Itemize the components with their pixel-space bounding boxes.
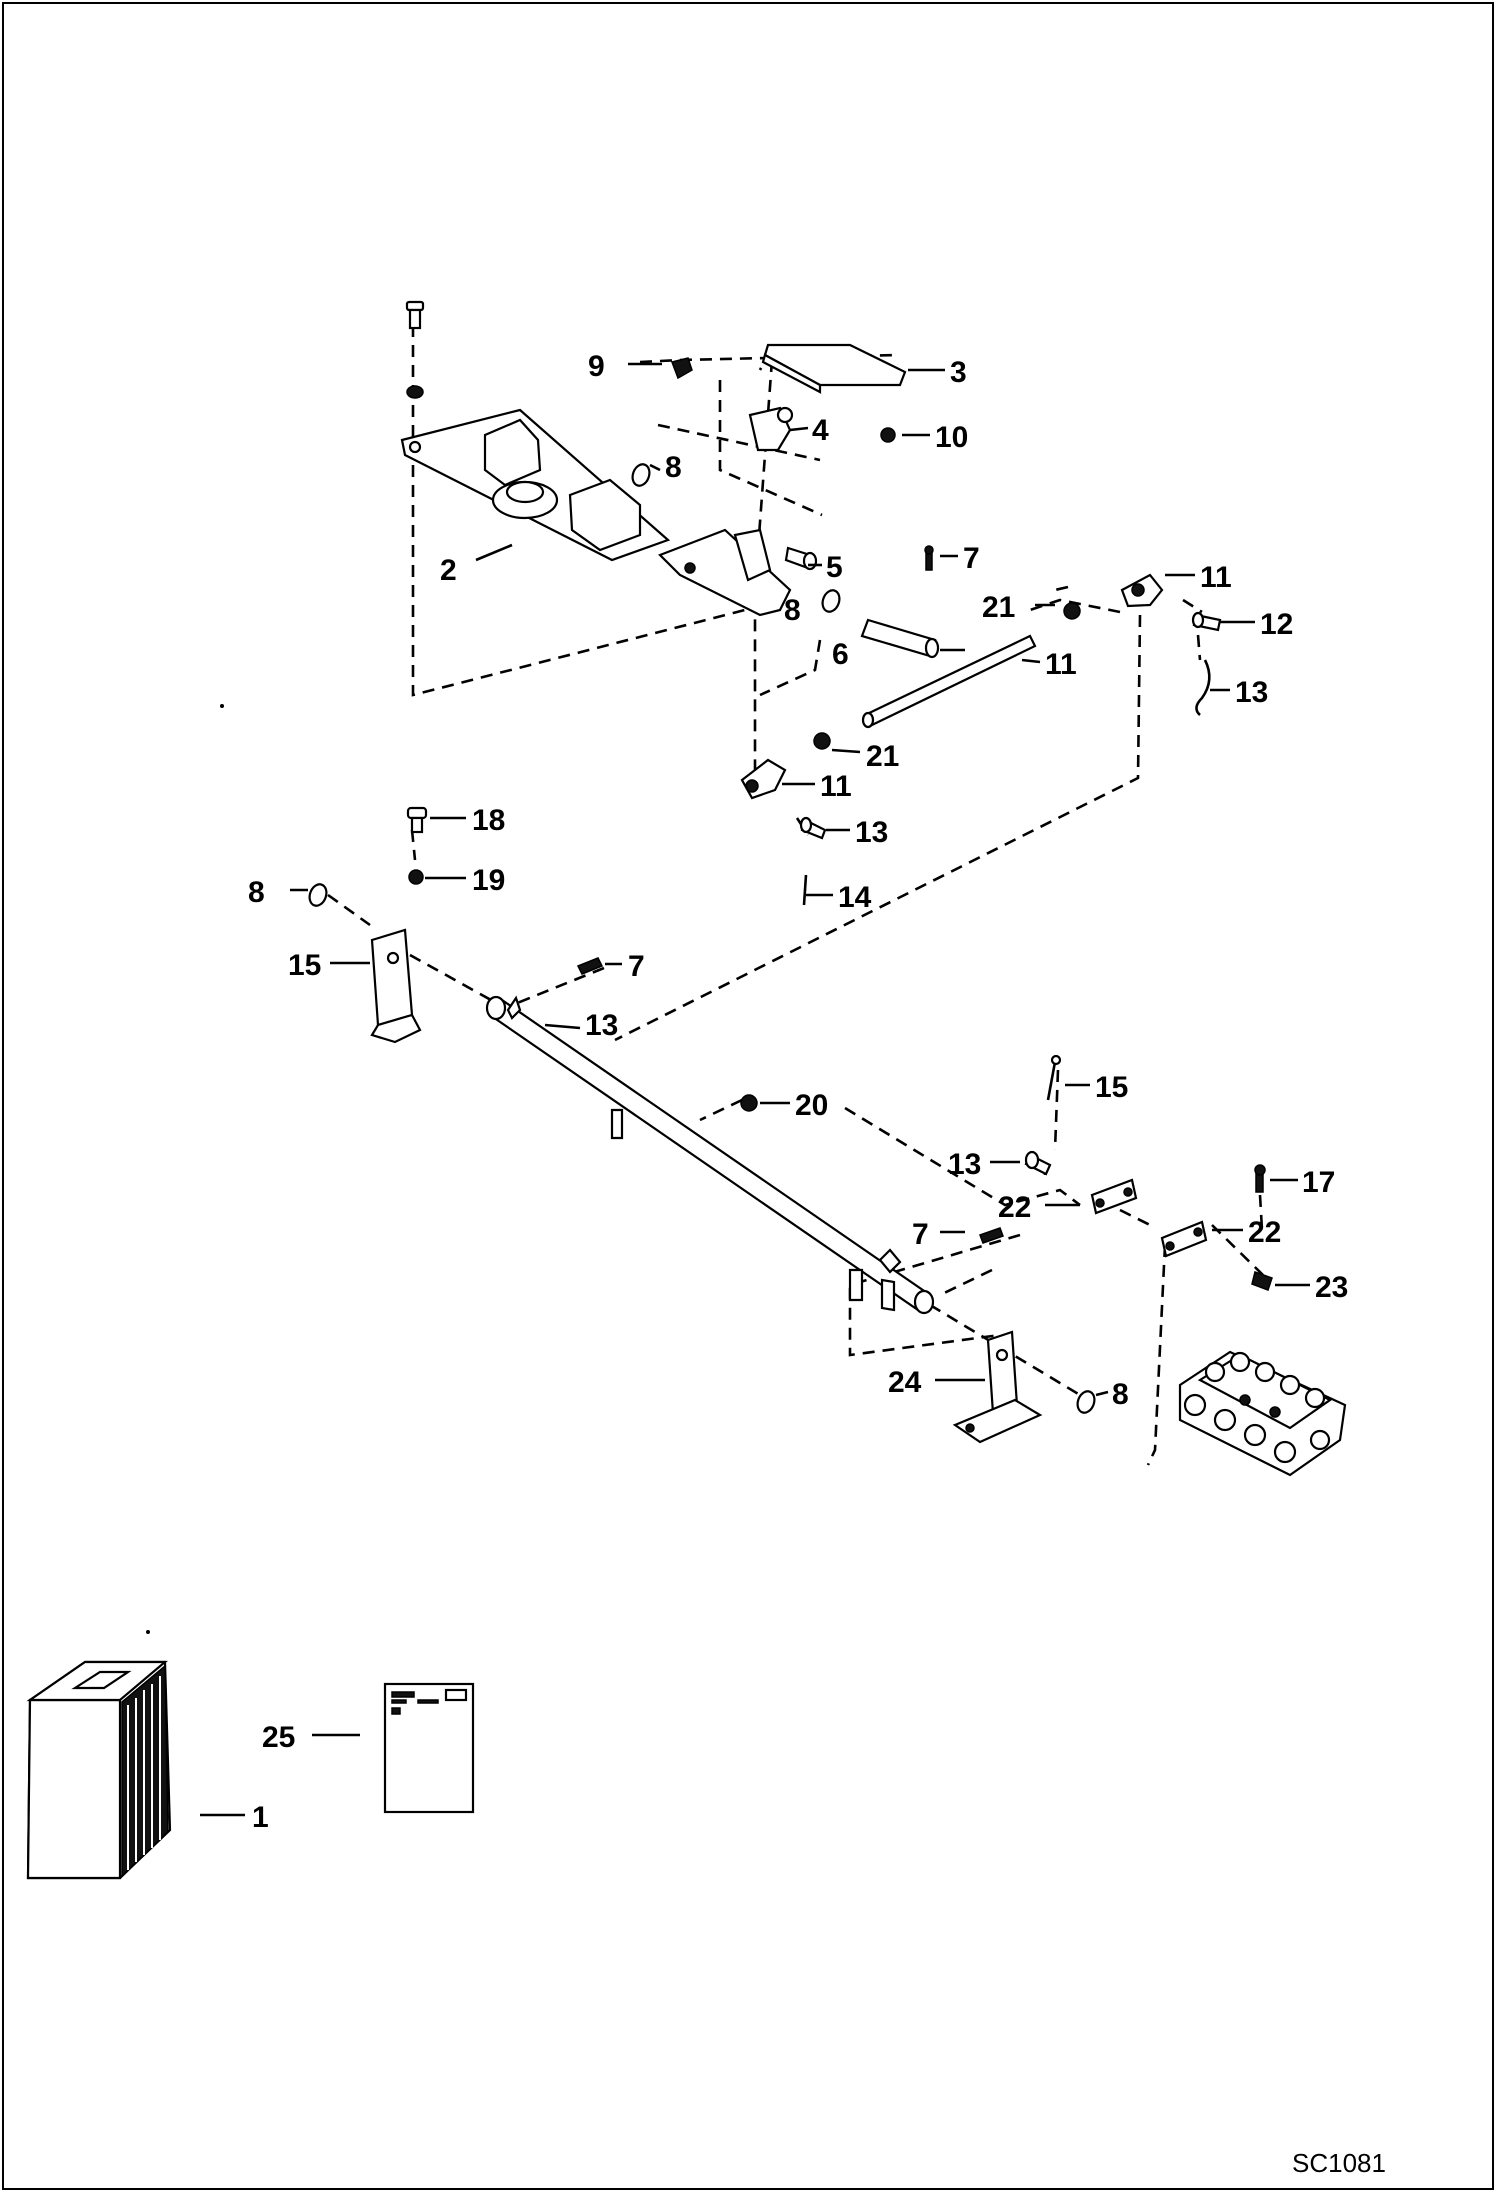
callout-4: 4 — [812, 414, 829, 447]
nut-10 — [880, 427, 896, 443]
cotter-pin-7-upper — [924, 545, 934, 571]
cotter-pin-7-right — [979, 1227, 1004, 1244]
linkage-rod-12 — [861, 634, 1037, 729]
callout-18: 18 — [472, 804, 505, 837]
callout-22-b: 22 — [1248, 1216, 1281, 1249]
washer-8-middle — [821, 589, 841, 613]
callout-24: 24 — [888, 1366, 922, 1399]
callout-21-b: 21 — [866, 740, 899, 773]
callout-1: 1 — [252, 1801, 269, 1834]
spring-clip-15-right — [1046, 1054, 1062, 1101]
callout-10: 10 — [935, 421, 968, 454]
callout-7-a: 7 — [963, 542, 980, 575]
callout-11-b: 11 — [820, 770, 852, 803]
clevis-pin-13-right — [1024, 1150, 1052, 1176]
callout-11-a: 11 — [1200, 561, 1232, 594]
clevis-pin-13-lower — [799, 816, 827, 840]
shaft-6 — [860, 618, 940, 659]
pivot-pin-5 — [784, 546, 818, 571]
callout-17: 17 — [1302, 1166, 1335, 1199]
assembly-lines — [327, 325, 1264, 1466]
screw-9 — [671, 357, 693, 380]
callout-8-d: 8 — [1112, 1378, 1129, 1411]
callout-9: 9 — [588, 350, 605, 383]
clevis-pin-13-upper — [1191, 611, 1222, 632]
callout-15-a: 13 — [1235, 676, 1268, 709]
rod-end-11-lower — [740, 758, 787, 800]
callout-2: 2 — [440, 554, 457, 587]
bolt-23 — [1251, 1271, 1273, 1291]
callout-14: 13 — [585, 1009, 618, 1042]
callout-13-b: 13 — [855, 816, 888, 849]
callout-22-a: 22 — [998, 1191, 1031, 1224]
link-22-upper — [1090, 1178, 1138, 1215]
callout-15-c: 15 — [1095, 1071, 1128, 1104]
callout-21-a: 21 — [982, 591, 1015, 624]
callout-leaders — [200, 362, 1310, 1817]
washer-8-upper — [631, 463, 651, 487]
spring-clip-15-lower — [802, 874, 808, 906]
callout-8-a: 8 — [665, 451, 682, 484]
control-valve — [1178, 1350, 1347, 1477]
callout-15-b: 14 — [838, 881, 872, 914]
rod-end-11-upper — [1120, 573, 1164, 608]
callout-13-c: 13 — [948, 1148, 981, 1181]
cross-shaft-14 — [485, 995, 935, 1315]
nut-21-upper — [1063, 602, 1081, 620]
figure-reference: SC1081 — [1292, 2148, 1386, 2178]
callout-25: 25 — [262, 1721, 295, 1754]
callout-23: 23 — [1315, 1271, 1348, 1304]
spring-clip-15-upper — [1195, 659, 1211, 716]
support-bracket-24 — [952, 1330, 1043, 1444]
callout-19: 19 — [472, 864, 505, 897]
lock-washer-19 — [408, 869, 424, 885]
pedal-pivot-bracket — [658, 528, 792, 617]
washer-8-right — [1076, 1390, 1096, 1414]
pedal-base-plate — [400, 408, 671, 562]
callout-16: 15 — [288, 949, 321, 982]
nut-21-lower — [813, 732, 831, 750]
pedal-mount-bolt — [405, 300, 425, 399]
callout-12: 11 — [1045, 648, 1077, 681]
callout-3: 3 — [950, 356, 967, 389]
operator-manual-binder — [26, 1660, 172, 1880]
callout-13-a: 12 — [1260, 608, 1293, 641]
pedal-arm — [748, 406, 794, 452]
callout-labels: 9 3 10 4 8 2 5 8 7 6 11 21 11 12 13 21 1… — [248, 350, 1348, 1834]
nut-20 — [740, 1094, 758, 1112]
callout-7-b: 7 — [628, 950, 645, 983]
link-22-lower — [1160, 1220, 1208, 1258]
decal-sheet — [383, 1682, 475, 1814]
washer-8-left — [308, 883, 328, 907]
bolt-18 — [406, 806, 428, 834]
callout-5: 5 — [826, 551, 843, 584]
pedal-pad — [761, 343, 907, 394]
callout-20: 20 — [795, 1089, 828, 1122]
callout-7-c: 7 — [912, 1218, 929, 1251]
pin-17 — [1254, 1164, 1266, 1193]
mounting-bracket-16 — [370, 928, 422, 1044]
callout-8-b: 8 — [784, 594, 801, 627]
callout-6: 6 — [832, 638, 849, 671]
callout-8-c: 8 — [248, 876, 265, 909]
cotter-pin-7-middle — [576, 957, 604, 975]
